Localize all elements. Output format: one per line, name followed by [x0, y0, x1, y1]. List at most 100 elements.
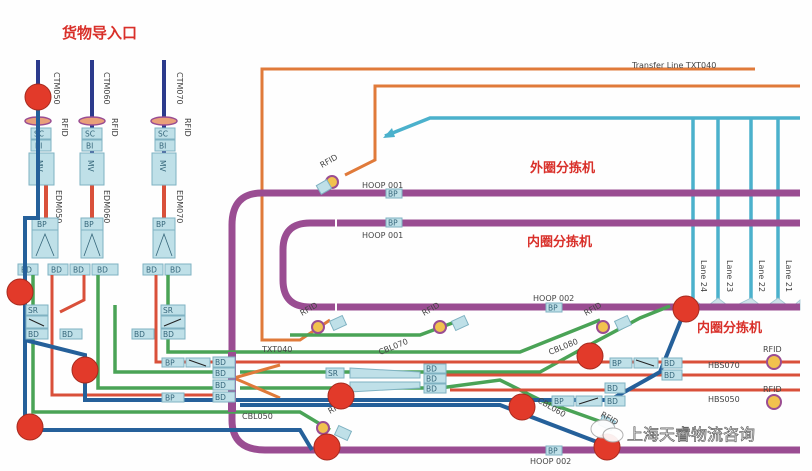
- rfid-label: RFID: [110, 118, 119, 137]
- cyan-arrow-icon: [383, 128, 395, 138]
- marker-dot: [672, 295, 700, 323]
- infeed-title: 货物导入口: [62, 24, 137, 42]
- lower-left-devices: SR BD BD BD SR BD: [25, 304, 186, 340]
- bd-label: BD: [426, 385, 437, 394]
- red-markers: [6, 83, 700, 461]
- cbl050-label: CBL050: [242, 412, 273, 421]
- transfer-line-inner: [344, 84, 800, 177]
- green-line-d: [166, 275, 228, 354]
- edm-label: EDM050: [54, 190, 63, 223]
- crossing-bd-column: BP BD BD BD BP BD: [161, 356, 236, 403]
- inner-sorter-label-top: 内圈分拣机: [527, 234, 592, 250]
- marker-dot: [71, 356, 99, 384]
- sr-label: SR: [28, 306, 38, 315]
- bd-label: BD: [62, 330, 73, 339]
- bd-label: BD: [51, 266, 62, 275]
- bd-label: BD: [170, 266, 181, 275]
- bd-label: BD: [426, 365, 437, 374]
- rfid-label: RFID: [763, 385, 782, 394]
- blue-line-a: [23, 100, 314, 452]
- middle-merge-section: SR BD BD BD: [325, 363, 447, 394]
- marker-dot: [576, 342, 604, 370]
- bp-label: BP: [388, 190, 398, 199]
- sc-label: SC: [158, 130, 168, 139]
- marker-dot: [313, 433, 341, 461]
- bp-label: BP: [548, 304, 558, 313]
- sr-label: SR: [328, 369, 338, 378]
- rfid-reader-icon: [150, 116, 178, 126]
- wechat-icon-bubble: [602, 427, 624, 443]
- bd-label: BD: [607, 384, 618, 393]
- bi-label: BI: [86, 142, 93, 151]
- sc-label: SC: [85, 130, 95, 139]
- transfer-line-outer: [260, 67, 755, 340]
- marker-dot: [508, 393, 536, 421]
- cbl070-label: CBL070: [377, 337, 409, 357]
- bp-label: BP: [554, 397, 564, 406]
- rfid-reader-icon: [311, 320, 325, 334]
- rfid-reader-icon: [78, 116, 106, 126]
- bd-label: BD: [215, 381, 226, 390]
- rfid-reader-icon: [596, 320, 610, 334]
- ctm-label: CTM050: [52, 72, 61, 105]
- sr-label: SR: [163, 306, 173, 315]
- hoop-002-top-label: HOOP 002: [533, 294, 574, 303]
- watermark-text: 上海天睿物流咨询: [627, 425, 755, 444]
- bd-label: BD: [664, 359, 675, 368]
- lane-label: Lane 24: [699, 260, 708, 292]
- hoop-002-bottom-label: HOOP 002: [530, 457, 571, 466]
- marker-dot: [16, 413, 44, 441]
- cross-line-b: [233, 376, 281, 400]
- bp-label: BP: [612, 359, 622, 368]
- bp-label: BP: [156, 220, 166, 229]
- inner-sorter-label-bottom: 内圈分拣机: [697, 320, 762, 336]
- rfid-reader-icon: [433, 320, 447, 334]
- infeed-rfid-readers: [24, 116, 178, 126]
- marker-dot: [24, 83, 52, 111]
- rfid-reader-icon: [766, 354, 782, 370]
- sorter-bp-boxes: BP BP BP BP: [385, 188, 563, 456]
- bd-label: BD: [97, 266, 108, 275]
- infeed-device-stack-2: SC BI MV BP: [79, 127, 105, 259]
- bd-label: BD: [215, 369, 226, 378]
- hbs-devices: BP BD BD BD BP BD: [551, 357, 683, 407]
- green-line-c: [113, 305, 228, 374]
- lane-label: Lane 21: [784, 260, 793, 292]
- rfid-reader-icon: [316, 421, 330, 435]
- bd-label: BD: [73, 266, 84, 275]
- rfid-label: RFID: [583, 301, 604, 318]
- cyan-lane-lines: [384, 116, 800, 300]
- cross-line-a: [233, 363, 281, 380]
- mv-label: MV: [86, 160, 95, 172]
- hbs050-label: HBS050: [708, 395, 740, 404]
- bp-label: BP: [165, 359, 175, 368]
- bp-label: BP: [37, 220, 47, 229]
- bd-label: BD: [146, 266, 157, 275]
- rfid-label: RFID: [183, 118, 192, 137]
- lane-label: Lane 23: [725, 260, 734, 292]
- inner-sorter-loop: [279, 219, 800, 311]
- bd-label: BD: [215, 393, 226, 402]
- rfid-label: RFID: [60, 118, 69, 137]
- bp-label: BP: [388, 219, 398, 228]
- bp-label: BP: [84, 220, 94, 229]
- blue-line-c: [240, 403, 606, 447]
- bd-label: BD: [426, 375, 437, 384]
- ctm-label: CTM070: [175, 72, 184, 105]
- bd-label: BD: [664, 371, 675, 380]
- bd-label: BD: [607, 397, 618, 406]
- bp-label: BP: [165, 394, 175, 403]
- red-line-b: [59, 275, 86, 314]
- infeed-device-stack-3: SC BI MV BP: [151, 127, 177, 259]
- rfid-label: RFID: [763, 345, 782, 354]
- lane-label: Lane 22: [757, 260, 766, 292]
- bp-box: [385, 188, 403, 199]
- rfid-label: RFID: [421, 301, 442, 318]
- outer-sorter-loop: [228, 189, 800, 454]
- ctm-label: CTM060: [102, 72, 111, 105]
- green-line-b: [96, 275, 228, 390]
- bp-label: BP: [548, 447, 558, 456]
- bd-label: BD: [163, 330, 174, 339]
